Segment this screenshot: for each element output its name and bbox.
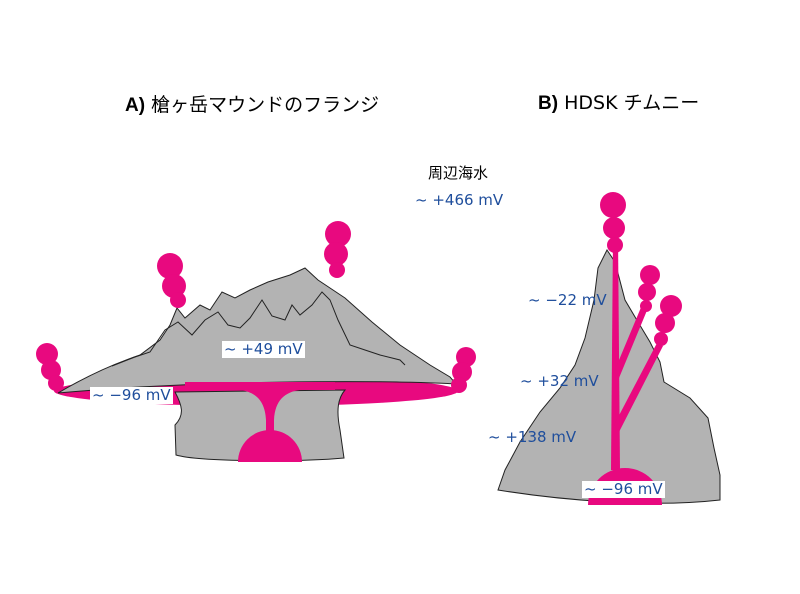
panel-a-title: A) 槍ヶ岳マウンドのフランジ	[125, 94, 380, 116]
chimney-a4	[451, 347, 476, 393]
label-a-flange: ~ −96 mV	[90, 386, 173, 404]
label-b-base: ~ −96 mV	[582, 480, 665, 498]
ridge-line	[111, 291, 406, 367]
chimney-b-branch1	[638, 265, 660, 312]
fluid-trunk	[611, 235, 620, 470]
mound-body	[57, 267, 458, 394]
chimney-a1	[157, 253, 186, 308]
chimney-b-branch2	[654, 295, 682, 346]
fluid-branch-2	[614, 343, 663, 432]
seawater-value: ~ +466 mV	[415, 191, 504, 209]
fluid-branch-1	[614, 305, 648, 378]
chimney-b-top	[600, 192, 626, 253]
chimney-a2	[324, 221, 351, 278]
chimney-b	[497, 192, 721, 505]
fluid-source	[238, 430, 302, 462]
label-b-middle: ~ +32 mV	[520, 372, 599, 390]
panel-b-title: B) HDSK チムニー	[538, 92, 700, 114]
chimney-body	[497, 249, 721, 504]
label-a-upper: ~ +49 mV	[222, 340, 305, 358]
label-b-top: ~ −22 mV	[528, 291, 607, 309]
chimney-a3	[36, 343, 64, 391]
label-b-lower: ~ +138 mV	[488, 428, 577, 446]
fluid-conduit	[185, 382, 335, 440]
seawater-label: 周辺海水	[428, 164, 489, 182]
